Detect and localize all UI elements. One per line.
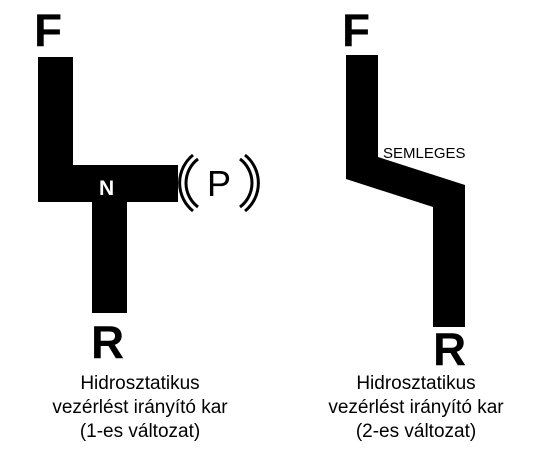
variant-2-forward-label: F <box>342 4 370 56</box>
park-icon: P <box>178 153 260 213</box>
variant-1-caption-line-2: vezérlést irányító kar <box>52 397 228 418</box>
variant-2-caption-line-1: Hidrosztatikus <box>356 373 476 394</box>
variant-2-gate-slot <box>346 55 465 327</box>
variant-1-caption-line-1: Hidrosztatikus <box>80 373 200 394</box>
variant-1-caption: Hidrosztatikus vezérlést irányító kar (1… <box>20 372 260 444</box>
variant-2-caption-line-3: (2-es változat) <box>355 421 477 442</box>
variant-1-neutral-label: N <box>99 177 114 200</box>
park-label: P <box>207 163 231 204</box>
variant-1-shift-gate: F N R P <box>34 4 260 368</box>
variant-2-caption-line-2: vezérlést irányító kar <box>328 397 504 418</box>
variant-1-reverse-slot <box>92 165 127 313</box>
variant-1-forward-label: F <box>34 4 62 56</box>
variant-1-caption-line-3: (1-es változat) <box>79 421 201 442</box>
variant-2-caption: Hidrosztatikus vezérlést irányító kar (2… <box>296 372 536 444</box>
variant-1-reverse-label: R <box>91 316 124 368</box>
variant-2-shift-gate: F SEMLEGES R <box>342 4 466 375</box>
variant-2-neutral-label: SEMLEGES <box>383 145 466 162</box>
variant-2-reverse-label: R <box>433 323 466 375</box>
